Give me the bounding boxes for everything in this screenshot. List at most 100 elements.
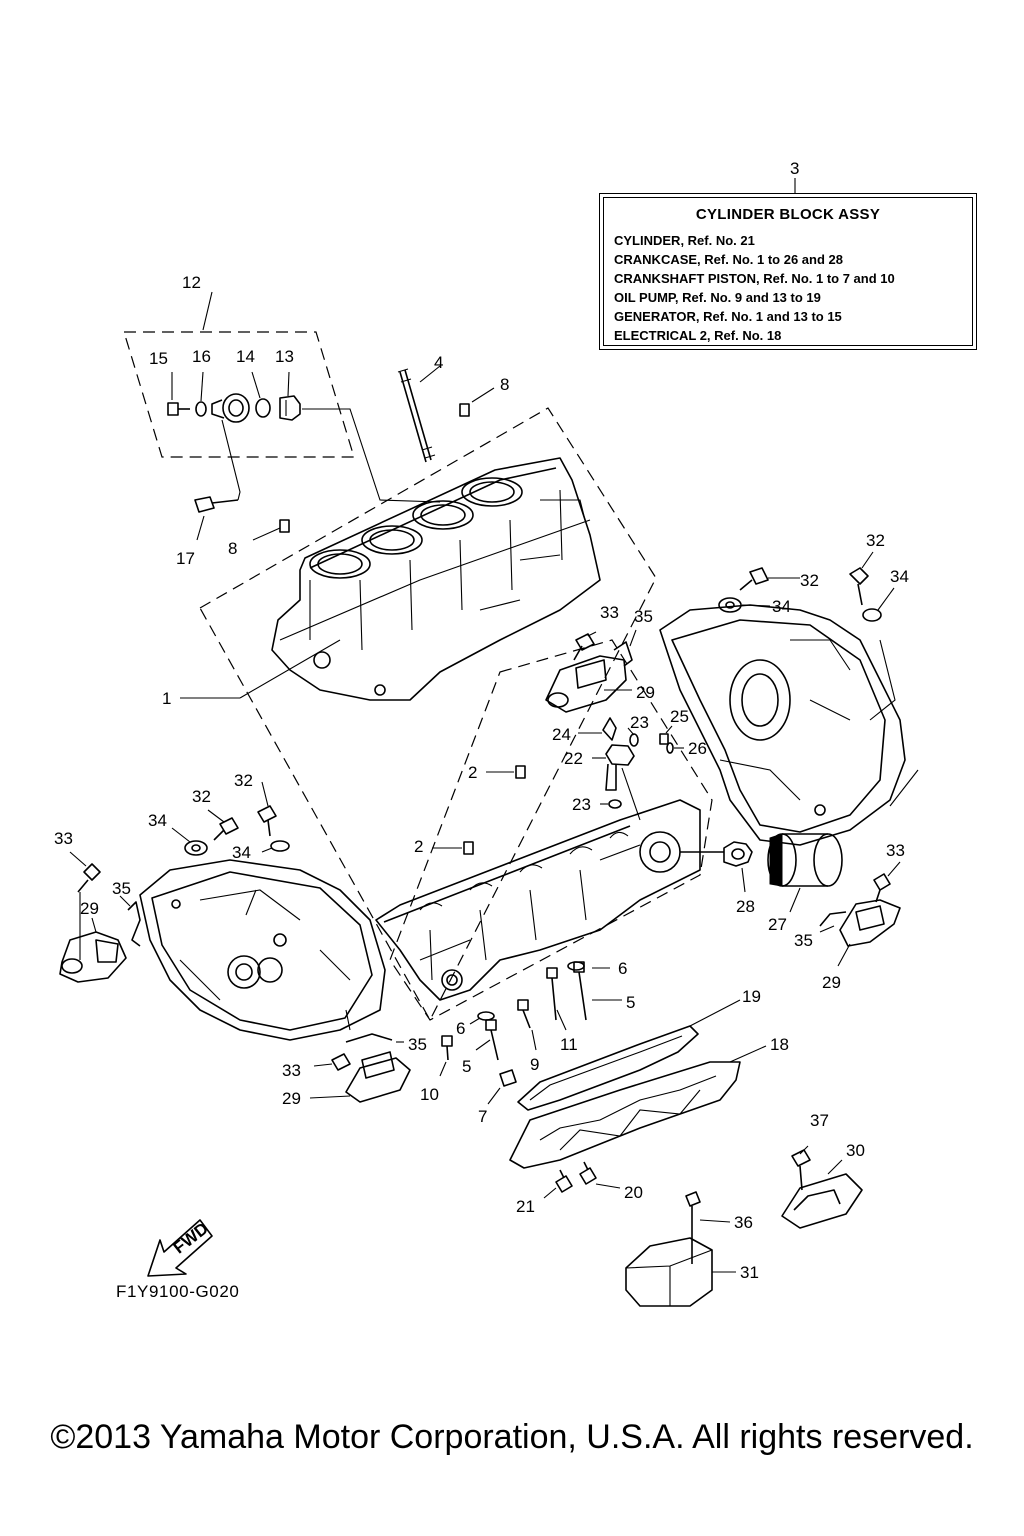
mount-right-upper	[545, 629, 637, 713]
fwd-label: FWD	[170, 1219, 212, 1258]
callout-24: 24	[552, 725, 571, 744]
legend-line: ELECTRICAL 2, Ref. No. 18	[614, 328, 782, 343]
legend-box-inner: CYLINDER BLOCK ASSY CYLINDER, Ref. No. 2…	[603, 197, 973, 346]
callout-32-left: 32	[192, 787, 211, 806]
parts-22-26	[578, 717, 684, 821]
legend-box: CYLINDER BLOCK ASSY CYLINDER, Ref. No. 2…	[599, 193, 977, 350]
callout-7: 7	[478, 1107, 487, 1126]
callout-33-left-upper: 33	[54, 829, 73, 848]
callout-32-left-far: 32	[234, 771, 253, 790]
part-16-washer	[195, 401, 207, 417]
legend-line: GENERATOR, Ref. No. 1 and 13 to 15	[614, 309, 842, 324]
callout-32-right-far: 32	[866, 531, 885, 550]
callout-26: 26	[688, 739, 707, 758]
callout-11: 11	[560, 1035, 578, 1054]
callout-10: 10	[420, 1085, 439, 1104]
callout-35-right-lower: 35	[794, 931, 813, 950]
callout-12: 12	[182, 273, 201, 292]
cylinder-block	[271, 457, 601, 701]
callout-34-right-top: 34	[772, 597, 791, 616]
group-12-parts	[167, 291, 441, 541]
part-2-dowel-upper	[515, 765, 526, 779]
callout-15: 15	[149, 349, 168, 368]
callout-3: 3	[790, 159, 799, 178]
parts-31-36	[625, 1191, 736, 1307]
callout-18: 18	[770, 1035, 789, 1054]
part-13-cap	[279, 395, 301, 421]
callout-6-right: 6	[618, 959, 627, 978]
callout-33-right-upper: 33	[600, 603, 619, 622]
callout-14: 14	[236, 347, 255, 366]
callout-23-upper: 23	[630, 713, 649, 732]
crankcase-bolts	[439, 961, 622, 1105]
callout-4: 4	[434, 353, 443, 372]
right-cover-fasteners	[718, 551, 895, 622]
callout-34-left: 34	[148, 811, 167, 830]
legend-line: CRANKCASE, Ref. No. 1 to 26 and 28	[614, 252, 843, 267]
part-17-bolt	[194, 496, 239, 513]
drawing-code: F1Y9100-G020	[116, 1282, 240, 1301]
callout-2-lower: 2	[414, 837, 423, 856]
callout-36: 36	[734, 1213, 753, 1232]
mount-right-lower	[819, 861, 901, 967]
cylinder-block-boundary	[199, 407, 657, 1022]
callout-30: 30	[846, 1141, 865, 1160]
callout-23-lower: 23	[572, 795, 591, 814]
legend-line: OIL PUMP, Ref. No. 9 and 13 to 19	[614, 290, 821, 305]
callout-32-right-top: 32	[800, 571, 819, 590]
legend-line: CYLINDER, Ref. No. 21	[614, 233, 755, 248]
part-18-oil-pan	[509, 1045, 767, 1169]
callout-16: 16	[192, 347, 211, 366]
part-28-fitting	[680, 841, 753, 893]
part-15-bolt	[167, 402, 190, 416]
legend-line: CRANKSHAFT PISTON, Ref. No. 1 to 7 and 1…	[614, 271, 895, 286]
callout-21: 21	[516, 1197, 535, 1216]
callout-34-left-inner: 34	[232, 843, 251, 862]
callout-35-left-upper: 35	[112, 879, 131, 898]
callout-13: 13	[275, 347, 294, 366]
callout-29-right-lower: 29	[822, 973, 841, 992]
group-12-boundary	[123, 331, 355, 458]
callout-28: 28	[736, 897, 755, 916]
part-2-dowel-lower	[463, 841, 474, 855]
callout-22: 22	[564, 749, 583, 768]
left-cover-fasteners	[171, 781, 290, 856]
callout-19: 19	[742, 987, 761, 1006]
callout-8-left: 8	[228, 539, 237, 558]
callout-8-top: 8	[500, 375, 509, 394]
legend-title: CYLINDER BLOCK ASSY	[695, 206, 881, 223]
callout-35-left-lower: 35	[408, 1035, 427, 1054]
callout-2-upper: 2	[468, 763, 477, 782]
generator-cover-right	[659, 604, 906, 846]
callout-29-right-upper: 29	[636, 683, 655, 702]
callout-25: 25	[670, 707, 689, 726]
callout-20: 20	[624, 1183, 643, 1202]
callout-1: 1	[162, 689, 171, 708]
callout-35-right-upper: 35	[634, 607, 653, 626]
callout-29-left-lower: 29	[282, 1089, 301, 1108]
assembly-boundaries	[123, 331, 713, 1022]
part-13-housing	[211, 393, 250, 423]
callout-29-left-upper: 29	[80, 899, 99, 918]
callout-34-right-far: 34	[890, 567, 909, 586]
callout-5-left: 5	[462, 1057, 471, 1076]
callout-27: 27	[768, 915, 787, 934]
callout-31: 31	[740, 1263, 759, 1282]
callout-6-left: 6	[456, 1019, 465, 1038]
lower-crankcase-boundary	[389, 639, 713, 1021]
callout-33-left-lower: 33	[282, 1061, 301, 1080]
crankcase-cover-left	[139, 859, 386, 1041]
part-4-stud	[397, 365, 441, 463]
part-8-dowel-top	[459, 403, 470, 417]
callout-5-right: 5	[626, 993, 635, 1012]
part-8-dowel-left	[279, 519, 290, 533]
oil-pan-bolts	[543, 1161, 621, 1199]
fwd-arrow-icon: FWD	[147, 1219, 213, 1277]
part-27-oil-filter	[767, 833, 843, 913]
part-14-o-ring	[255, 398, 271, 418]
callout-33-right-lower: 33	[886, 841, 905, 860]
mount-left-upper	[59, 851, 141, 983]
parts-30-37	[781, 1145, 863, 1229]
callout-9: 9	[530, 1055, 539, 1074]
